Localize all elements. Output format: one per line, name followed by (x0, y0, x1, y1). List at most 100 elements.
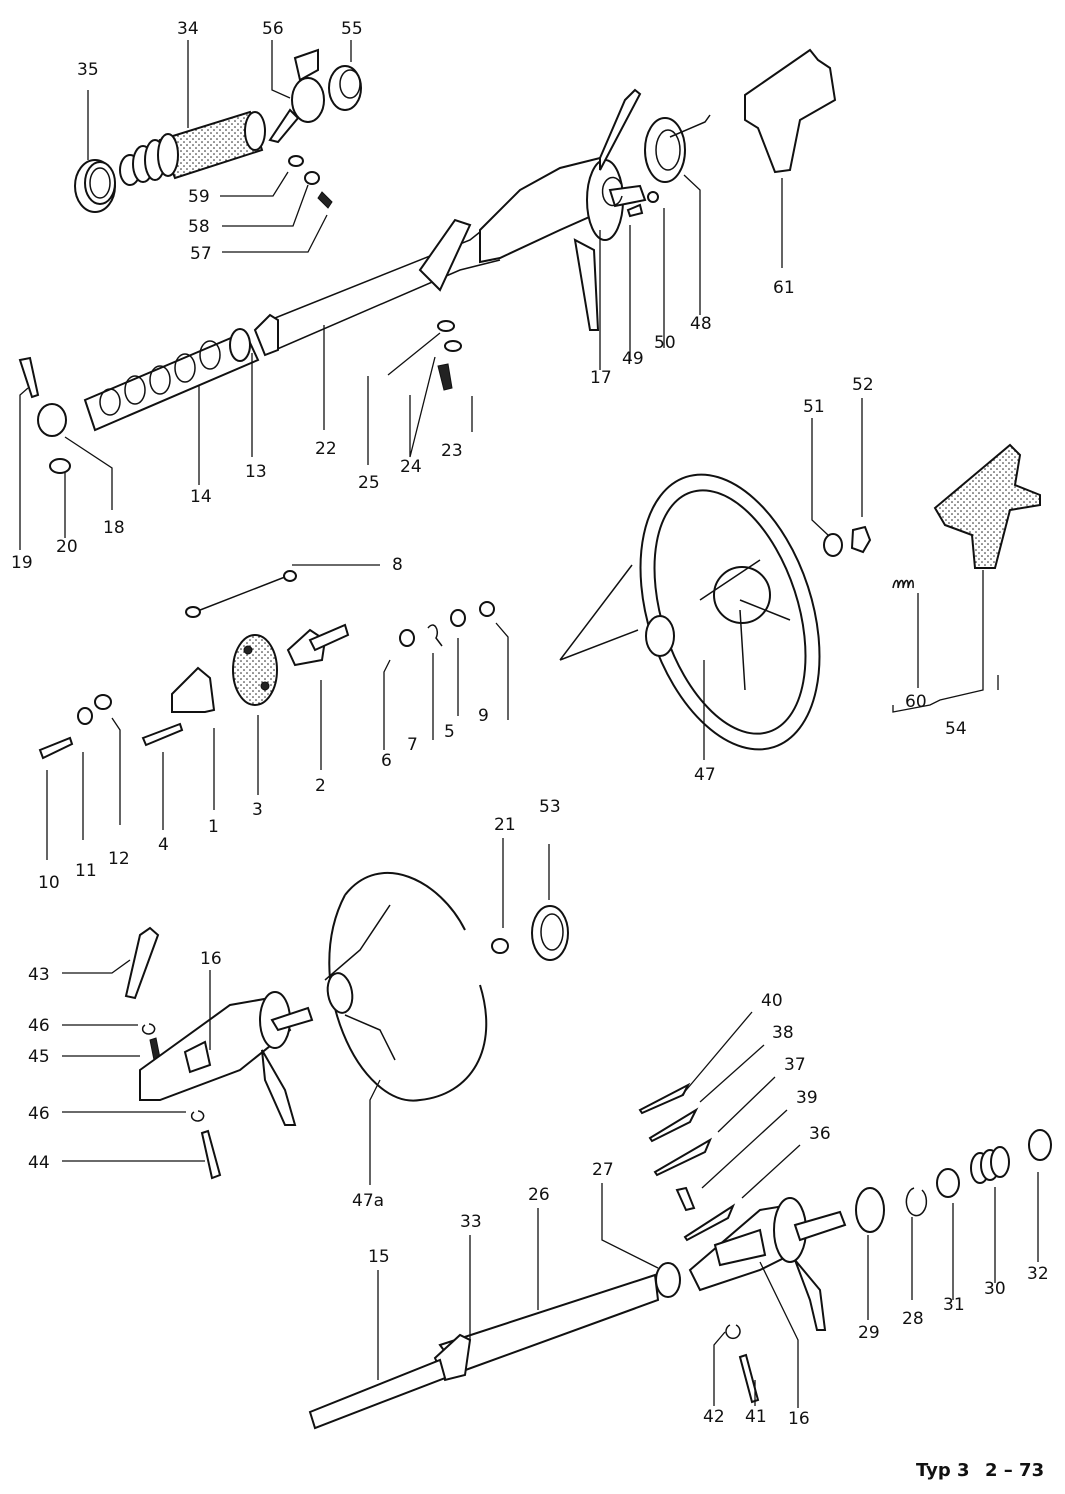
part-60-spring[interactable] (892, 579, 914, 589)
part-9-nut[interactable] (479, 601, 495, 617)
label-45: 45 (28, 1047, 50, 1067)
part-17-circlip[interactable] (601, 176, 623, 207)
part-46-circlip-top[interactable] (141, 1023, 156, 1035)
footer-model: Typ 3 (916, 1460, 970, 1481)
label-56: 56 (262, 19, 284, 39)
part-2-shaft-flange[interactable] (286, 623, 350, 667)
part-56-clamp-bracket[interactable] (268, 48, 325, 144)
part-30-spring[interactable] (970, 1146, 1010, 1184)
label-58: 58 (188, 217, 210, 237)
part-54-horn-pad[interactable] (933, 443, 1041, 569)
label-59: 59 (188, 187, 210, 207)
label-12: 12 (108, 849, 130, 869)
part-24-lock-washer[interactable] (444, 340, 462, 352)
part-12-nut[interactable] (94, 694, 112, 710)
part-16-column-housing-upper[interactable] (139, 991, 314, 1126)
label-33: 33 (460, 1212, 482, 1232)
label-55: 55 (341, 19, 363, 39)
label-31: 31 (943, 1295, 965, 1315)
label-22: 22 (315, 439, 337, 459)
part-28-circlip[interactable] (905, 1187, 928, 1217)
part-58-lock-washer[interactable] (304, 171, 320, 185)
part-55-bearing[interactable] (328, 65, 362, 111)
label-16-lower: 16 (788, 1409, 810, 1429)
part-18-clamp[interactable] (37, 403, 67, 437)
part-3-flexible-coupling[interactable] (232, 634, 278, 706)
part-43-bracket[interactable] (124, 926, 160, 1000)
part-7-tab[interactable] (427, 624, 443, 647)
part-1-flange[interactable] (171, 666, 216, 713)
label-32: 32 (1027, 1264, 1049, 1284)
label-10: 10 (38, 873, 60, 893)
part-8-earth-strap[interactable] (185, 570, 297, 618)
part-10-bolt[interactable] (38, 736, 74, 760)
part-16-column-housing-lower[interactable] (688, 1197, 847, 1331)
part-25-washer[interactable] (437, 320, 455, 332)
part-26-column-tube[interactable] (438, 1273, 660, 1374)
part-29-spring-ring[interactable] (855, 1187, 885, 1233)
part-11-lock-washer[interactable] (77, 707, 93, 725)
part-40-plate[interactable] (638, 1082, 691, 1115)
label-6: 6 (381, 751, 392, 771)
part-51-lock-washer[interactable] (823, 533, 843, 557)
part-37-plate[interactable] (653, 1137, 713, 1177)
part-59-washer[interactable] (288, 155, 304, 167)
label-28: 28 (902, 1309, 924, 1329)
part-4-bolt[interactable] (141, 722, 184, 747)
part-32-bearing-ring[interactable] (1028, 1129, 1052, 1161)
part-22-column-tube[interactable] (269, 88, 647, 351)
part-31-spring[interactable] (936, 1168, 960, 1198)
label-14: 14 (190, 487, 212, 507)
part-34-boot-tube[interactable] (119, 110, 266, 186)
label-27: 27 (592, 1160, 614, 1180)
label-4: 4 (158, 835, 169, 855)
part-38-plate[interactable] (648, 1107, 699, 1143)
part-47a-steering-wheel[interactable] (324, 871, 488, 1102)
label-8: 8 (392, 555, 403, 575)
label-38: 38 (772, 1023, 794, 1043)
part-39-pin[interactable] (675, 1186, 696, 1212)
part-57-screw[interactable] (317, 191, 333, 209)
part-48-contact-ring[interactable] (644, 114, 711, 183)
part-20-nut[interactable] (49, 458, 71, 474)
part-49-screw[interactable] (626, 203, 644, 218)
label-5: 5 (444, 722, 455, 742)
part-52-nut[interactable] (850, 525, 872, 554)
part-5-washer[interactable] (450, 609, 466, 627)
label-37: 37 (784, 1055, 806, 1075)
part-21-screw[interactable] (491, 938, 509, 954)
part-labels: 34 35 56 55 59 58 57 17 49 50 48 61 19 1… (11, 19, 1049, 1429)
part-23-screw[interactable] (437, 363, 453, 391)
label-35: 35 (77, 60, 99, 80)
part-42-circlip[interactable] (725, 1324, 741, 1340)
part-15-steering-shaft[interactable] (308, 1358, 447, 1430)
label-42: 42 (703, 1407, 725, 1427)
part-47-steering-wheel[interactable] (559, 452, 852, 773)
part-19-bolt[interactable] (18, 356, 40, 399)
part-13-clamp-ring[interactable] (253, 313, 279, 357)
label-60: 60 (905, 692, 927, 712)
part-50-lock-washer[interactable] (647, 191, 659, 203)
label-23: 23 (441, 441, 463, 461)
part-41-bolt[interactable] (738, 1353, 760, 1404)
part-27-bearing[interactable] (655, 1262, 681, 1298)
part-46-circlip-bottom[interactable] (190, 1110, 205, 1122)
label-57: 57 (190, 244, 212, 264)
label-52: 52 (852, 375, 874, 395)
label-49: 49 (622, 349, 644, 369)
part-44-bolt[interactable] (200, 1129, 222, 1180)
part-14-safety-element[interactable] (83, 328, 260, 432)
part-6-washer[interactable] (399, 629, 415, 647)
label-15: 15 (368, 1247, 390, 1267)
label-40: 40 (761, 991, 783, 1011)
part-53-horn-button[interactable] (531, 905, 569, 961)
label-17: 17 (590, 368, 612, 388)
part-61-horn-pad-cover[interactable] (744, 48, 837, 174)
label-13: 13 (245, 462, 267, 482)
part-35-bearing-ring[interactable] (74, 159, 116, 213)
part-36-plate[interactable] (683, 1203, 736, 1242)
leader-lines (19, 40, 1039, 1408)
label-9: 9 (478, 706, 489, 726)
label-54: 54 (945, 719, 967, 739)
label-3: 3 (252, 800, 263, 820)
